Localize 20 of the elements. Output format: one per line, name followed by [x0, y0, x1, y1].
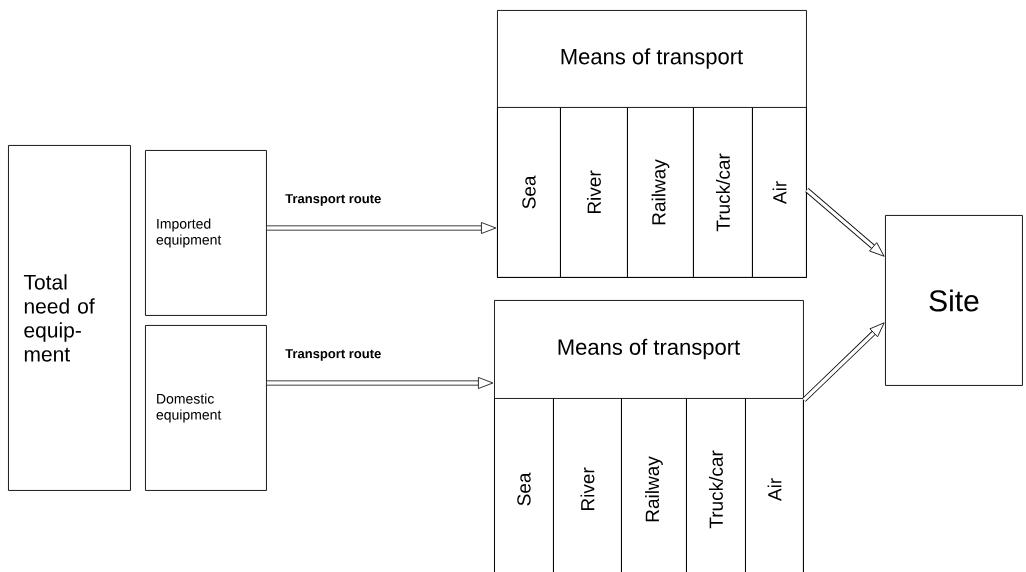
table-cell: River — [553, 398, 622, 572]
table-cell: Truck/car — [686, 398, 746, 572]
process-box: Total need of equip- ment — [8, 145, 131, 491]
hollow-arrow — [802, 322, 885, 402]
table-cell: Railway — [627, 107, 694, 278]
edge-label: Transport route — [285, 349, 381, 361]
hollow-arrow — [266, 377, 494, 389]
hollow-arrow — [266, 222, 497, 234]
table-cell: Sea — [497, 107, 561, 278]
table-cell: Railway — [621, 398, 687, 572]
process-box: Domestic equipment — [145, 325, 267, 491]
table-cell: Sea — [494, 398, 554, 572]
hollow-arrow — [805, 188, 885, 257]
table-cell: River — [560, 107, 628, 278]
table-cell: Air — [745, 398, 804, 572]
edge-label: Transport route — [285, 194, 381, 206]
process-box: Imported equipment — [145, 150, 267, 316]
table-cell: Truck/car — [693, 107, 753, 278]
table-cell: Air — [752, 107, 807, 278]
process-box: Site — [885, 215, 1023, 386]
